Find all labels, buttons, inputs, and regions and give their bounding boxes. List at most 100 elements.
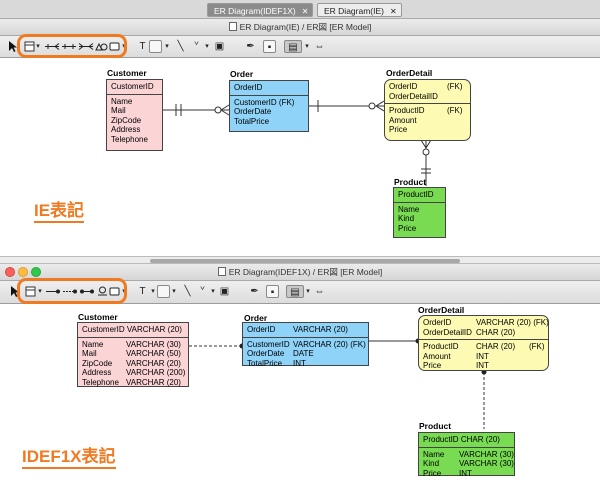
entity-tool-icon[interactable] [24,285,37,298]
line-tool-icon[interactable]: ╲ [177,41,184,52]
select-arrow-icon[interactable] [6,40,19,53]
frame-tool-icon[interactable]: ▪ [266,285,279,298]
editor-tab-bar: ER Diagram(IDEF1X)✕ ER Diagram(IE)✕ [0,0,600,19]
one-to-many-icon[interactable] [44,40,60,53]
entity-dropdown-icon[interactable]: ▾ [36,43,40,50]
attribute: Kind [423,459,440,468]
connector-dropdown-icon[interactable]: ▾ [205,43,209,50]
product-entity-name: Product [394,177,427,187]
key-attribute: OrderID [423,318,452,327]
scrollbar-thumb[interactable] [150,259,460,263]
window-titlebar: ER Diagram(IE) / ER図 [ER Model] [0,19,600,36]
diagram-toolbar: ▾ ▾ T ▾ ▾ ╲ ᘁ ▾ ▣ ✒ ▪ ▤ ▾ ⇔ [0,281,600,304]
attribute: CustomerID [247,339,290,349]
attribute-type: DATE [293,349,314,358]
shape-dropdown-icon[interactable]: ▾ [165,43,169,50]
entity-tool-icon[interactable] [23,40,36,53]
window-title: ER Diagram(IDEF1X) / ER図 [ER Model] [228,267,383,277]
attribute: Address [82,368,112,377]
ie-relationship-lines [163,100,432,186]
attribute-section: CustomerID (FK) OrderDate TotalPrice [230,96,308,129]
attribute: ProductID [389,106,425,115]
key-attribute: OrderID [247,325,276,334]
adjust-tool-icon[interactable]: ⇔ [314,286,325,297]
image-tool-icon[interactable]: ▣ [214,41,225,52]
image-tool-icon[interactable]: ▣ [219,286,230,297]
product-entity[interactable]: ProductID Name Kind Price [393,187,446,238]
horizontal-scrollbar[interactable] [0,256,600,264]
non-identifying-relation-icon[interactable] [62,285,78,298]
layout-dropdown-icon[interactable]: ▾ [305,43,309,50]
close-icon[interactable]: ✕ [389,7,397,16]
order-entity[interactable]: OrderID CustomerID (FK) OrderDate TotalP… [229,80,309,132]
subtype-tool-icon[interactable] [96,285,109,298]
text-tool-icon[interactable]: T [139,41,146,52]
frame-tool-icon[interactable]: ▪ [263,40,276,53]
layout-tool-icon[interactable]: ▤ [286,285,304,298]
line-tool-icon[interactable]: ╲ [184,286,191,297]
attribute-type: VARCHAR (50) [126,349,181,358]
attribute: CustomerID (FK) [234,97,295,107]
idef1x-pane: ER Diagram(IDEF1X) / ER図 [ER Model] ▾ ▾ … [0,264,600,490]
view-tool-icon[interactable] [108,40,121,53]
close-window-button[interactable] [5,267,15,277]
text-tool-icon[interactable]: T [139,286,146,297]
many-to-many-icon[interactable] [78,40,94,53]
close-icon[interactable]: ✕ [301,7,309,16]
relationship-tool-icon[interactable] [95,40,108,53]
zoom-window-button[interactable] [31,267,41,277]
orderdetail-entity[interactable]: OrderID(FK) OrderDetailID ProductID(FK) … [384,79,471,141]
identifying-relation-icon[interactable] [45,285,61,298]
attribute-type: INT [459,468,472,478]
attribute-type: VARCHAR (20) [126,377,181,387]
ie-pane: ER Diagram(IDEF1X)✕ ER Diagram(IE)✕ ER D… [0,0,600,256]
tab-idef1x[interactable]: ER Diagram(IDEF1X)✕ [207,3,314,17]
adjust-tool-icon[interactable]: ⇔ [314,41,325,52]
ie-diagram-canvas[interactable]: Customer CustomerID Name Mail ZipCode Ad… [0,59,600,256]
pin-tool-icon[interactable]: ✒ [250,286,259,297]
customer-entity[interactable]: CustomerID Name Mail ZipCode Address Tel… [106,79,163,151]
shape-dropdown-icon[interactable]: ▾ [172,288,176,295]
primary-key-section: CustomerID [107,80,162,95]
attribute: Price [389,125,408,134]
relation-dropdown-icon[interactable]: ▾ [122,288,126,295]
text-dropdown-icon[interactable]: ▾ [151,288,155,295]
select-arrow-icon[interactable] [8,285,21,298]
attribute: Amount [389,115,417,125]
pin-tool-icon[interactable]: ✒ [246,41,255,52]
entity-dropdown-icon[interactable]: ▾ [38,288,42,295]
shape-tool-icon[interactable] [149,40,162,53]
attribute: ZipCode [82,358,113,368]
one-to-one-icon[interactable] [61,40,77,53]
layout-dropdown-icon[interactable]: ▾ [306,288,310,295]
relation-tools-highlight [17,34,127,58]
attribute-type: VARCHAR (20) (FK) [476,318,549,327]
fk-marker: (FK) [447,106,463,115]
tab-ie[interactable]: ER Diagram(IE)✕ [317,3,402,17]
layout-tool-icon[interactable]: ▤ [284,40,302,53]
idef1x-notation-label: IDEF1X表記 [22,447,116,469]
connector-dropdown-icon[interactable]: ▾ [211,288,215,295]
attribute-section: Name Kind Price [394,203,445,236]
primary-key-section: ProductID CHAR (20) [419,433,514,448]
shape-tool-icon[interactable] [157,285,170,298]
connector-tool-icon[interactable]: ᘁ [199,286,206,297]
view-tool-icon[interactable] [108,285,121,298]
key-attribute: ProductID [398,190,434,199]
key-attribute: OrderID [389,82,418,91]
relation-dropdown-icon[interactable]: ▾ [122,43,126,50]
minimize-window-button[interactable] [18,267,28,277]
connector-tool-icon[interactable]: ᘁ [193,41,200,52]
many-to-many-relation-icon[interactable] [79,285,95,298]
relation-tools-highlight [17,278,127,304]
customer-entity-name: Customer [78,312,118,322]
attribute: TotalPrice [247,358,283,368]
product-entity-name: Product [419,421,452,431]
